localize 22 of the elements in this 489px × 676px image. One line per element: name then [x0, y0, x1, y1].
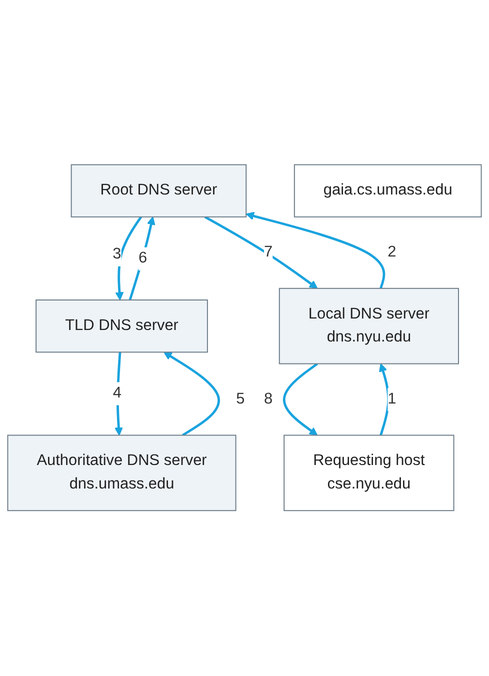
node-box: Root DNS server — [70, 164, 247, 218]
edge-label: 7 — [264, 244, 273, 261]
edge-label: 1 — [388, 391, 396, 408]
arrow — [204, 216, 318, 290]
arrow — [128, 216, 156, 301]
arrow — [282, 363, 318, 436]
node-box: Authoritative DNS server dns.umass.edu — [7, 435, 236, 512]
node-box: TLD DNS server — [36, 300, 208, 353]
edge-label: 5 — [236, 391, 245, 408]
edge-label: 4 — [112, 385, 122, 402]
arrow — [115, 216, 142, 301]
arrow — [378, 364, 390, 436]
edge-label: 6 — [138, 250, 148, 267]
arrow — [164, 352, 220, 437]
node-box: Requesting host cse.nyu.edu — [284, 435, 454, 512]
edge-label: 3 — [112, 246, 122, 263]
node-box: gaia.cs.umass.edu — [294, 164, 482, 218]
edge-label: 8 — [264, 391, 273, 408]
node-box: Local DNS server dns.nyu.edu — [278, 288, 459, 365]
arrow — [114, 352, 123, 436]
edge-label: 2 — [388, 244, 396, 261]
arrow — [246, 212, 386, 290]
